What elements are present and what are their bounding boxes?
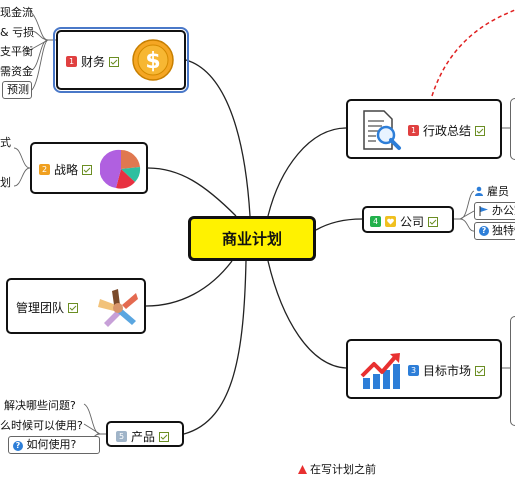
- note-icon: [109, 56, 120, 67]
- strategy-node[interactable]: 2 战略: [30, 142, 148, 194]
- company-child-label: 独特性: [492, 224, 515, 237]
- note-icon: [475, 125, 486, 136]
- product-child-label: 如何使用?: [26, 438, 77, 451]
- teamwork-hands-icon: [98, 289, 138, 327]
- target-market-node[interactable]: 3 目标市场: [346, 339, 502, 399]
- priority-1-icon: 1: [66, 56, 77, 67]
- finance-child[interactable]: 支平衡: [0, 45, 33, 58]
- admin-summary-child[interactable]: [510, 98, 515, 160]
- strategy-child[interactable]: 划: [0, 176, 11, 189]
- svg-text:$: $: [145, 49, 160, 74]
- product-node[interactable]: 5 产品: [106, 421, 184, 447]
- company-child[interactable]: 雇员: [474, 183, 509, 199]
- priority-2-icon: 2: [39, 164, 50, 175]
- priority-3-icon: 3: [408, 365, 419, 376]
- company-label: 公司: [400, 215, 425, 229]
- question-icon: ?: [479, 226, 489, 236]
- product-child[interactable]: 么时候可以使用?: [0, 419, 83, 432]
- warning-icon: [298, 464, 307, 474]
- note-icon: [475, 365, 486, 376]
- bottom-note-label: 在写计划之前: [310, 463, 376, 476]
- company-child-label: 办公室: [492, 204, 515, 217]
- person-icon: [475, 186, 483, 196]
- flag-icon: [479, 206, 488, 216]
- management-team-label: 管理团队: [16, 301, 65, 315]
- central-topic-label: 商业计划: [221, 230, 282, 248]
- strategy-label: 战略: [54, 163, 79, 177]
- company-child-label: 雇员: [487, 185, 509, 198]
- admin-summary-node[interactable]: 1 行政总结: [346, 99, 502, 159]
- note-icon: [82, 164, 93, 175]
- question-icon: ?: [13, 441, 23, 451]
- finance-label: 财务: [81, 55, 106, 69]
- product-label: 产品: [131, 430, 156, 444]
- finance-node[interactable]: 1 财务 $: [53, 27, 189, 93]
- note-icon: [68, 302, 79, 313]
- central-topic[interactable]: 商业计划: [188, 216, 316, 261]
- magnifier-document-icon: [363, 110, 401, 150]
- finance-child[interactable]: 预测: [2, 81, 32, 99]
- bottom-note[interactable]: 在写计划之前: [298, 461, 376, 477]
- strategy-child[interactable]: 式: [0, 136, 11, 149]
- priority-5-icon: 5: [116, 431, 127, 442]
- company-child[interactable]: ? 独特性: [474, 222, 515, 240]
- target-market-label: 目标市场: [423, 364, 472, 378]
- product-child[interactable]: 解决哪些问题?: [4, 399, 76, 412]
- target-market-child[interactable]: [510, 316, 515, 426]
- growth-chart-icon: [360, 353, 400, 389]
- dollar-coin-icon: $: [132, 39, 174, 81]
- finance-child[interactable]: 现金流: [0, 6, 33, 19]
- company-child[interactable]: 办公室: [474, 202, 515, 220]
- heart-icon: [385, 216, 396, 227]
- note-icon: [159, 431, 170, 442]
- finance-child[interactable]: 需资金: [0, 65, 33, 78]
- priority-4-icon: 4: [370, 216, 381, 227]
- admin-summary-label: 行政总结: [423, 124, 472, 138]
- product-child[interactable]: ? 如何使用?: [8, 436, 100, 454]
- pie-chart-icon: [100, 149, 141, 189]
- note-icon: [428, 216, 439, 227]
- priority-1-icon: 1: [408, 125, 419, 136]
- management-team-node[interactable]: 管理团队: [6, 278, 146, 334]
- company-node[interactable]: 4 公司: [362, 206, 454, 233]
- finance-child[interactable]: & 亏损: [0, 26, 35, 39]
